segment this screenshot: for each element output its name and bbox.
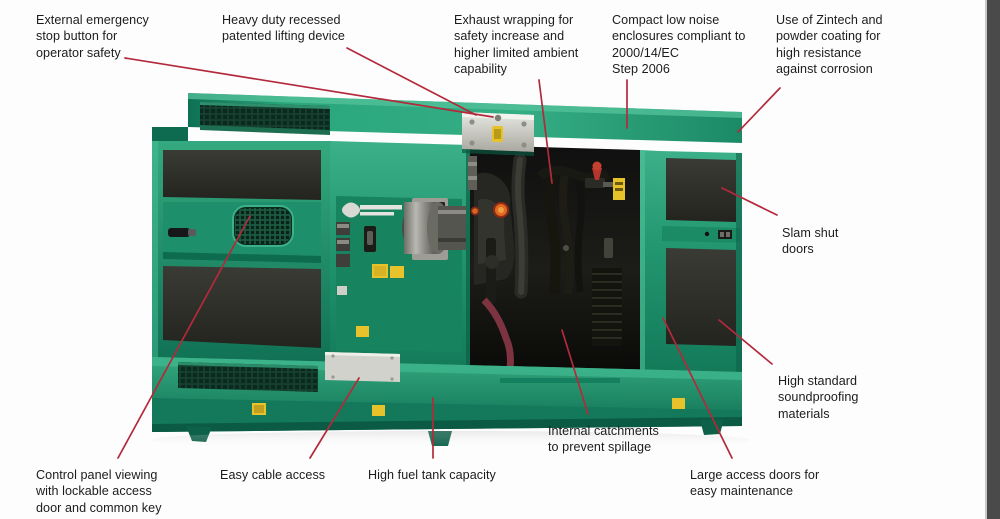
callout-zintech-coating: Use of Zintech and powder coating for hi… <box>776 13 883 77</box>
callout-slam-shut-doors: Slam shut doors <box>782 226 839 257</box>
callout-soundproofing: High standard soundproofing materials <box>778 374 859 421</box>
fuel-line <box>481 297 514 369</box>
right-slam-shut-doors <box>660 151 742 372</box>
lifting-device-plate <box>462 112 534 190</box>
ground-shadow <box>150 431 750 449</box>
exhaust-wrapped-pipe <box>511 153 529 299</box>
emergency-stop-button <box>493 202 509 218</box>
left-access-door <box>152 141 330 372</box>
sensor-box <box>604 238 613 258</box>
breaker-switches <box>336 222 376 267</box>
alternator-assembly <box>402 202 466 254</box>
callout-low-noise-compliance: Compact low noise enclosures compliant t… <box>612 13 746 77</box>
centre-door-post <box>640 150 660 372</box>
cummins-logo <box>342 202 402 218</box>
base-decal-strip <box>500 378 620 383</box>
cable-access-plate <box>325 352 400 382</box>
radiator-core <box>592 268 622 346</box>
callout-exhaust-wrapping: Exhaust wrapping for safety increase and… <box>454 13 579 77</box>
callout-emergency-stop: External emergency stop button for opera… <box>36 13 149 60</box>
emergency-stop-button-secondary <box>470 206 480 216</box>
control-panel-section <box>330 141 470 372</box>
roof-vent-grille <box>200 102 330 135</box>
bay-warning-label <box>613 178 625 200</box>
valve-cluster <box>585 161 617 188</box>
hazard-labels <box>356 264 404 337</box>
door-latch-right <box>704 230 732 239</box>
open-engine-bay <box>402 145 640 372</box>
callout-lifting-device: Heavy duty recessed patented lifting dev… <box>222 13 345 44</box>
callout-internal-catchments: Internal catchments to prevent spillage <box>548 424 659 455</box>
control-panel-viewing-window <box>232 205 294 247</box>
base-foot-right <box>700 419 724 435</box>
callout-fuel-tank-capacity: High fuel tank capacity <box>368 468 496 482</box>
door-latch <box>168 228 196 237</box>
callout-easy-cable-access: Easy cable access <box>220 468 326 482</box>
base-vent-grille <box>178 362 318 392</box>
page-edge-bar <box>987 0 1000 519</box>
callout-control-panel-viewing: Control panel viewing with lockable acce… <box>36 468 162 515</box>
callout-large-access-doors: Large access doors for easy maintenance <box>690 468 820 499</box>
edge-bar-highlight <box>985 0 987 519</box>
